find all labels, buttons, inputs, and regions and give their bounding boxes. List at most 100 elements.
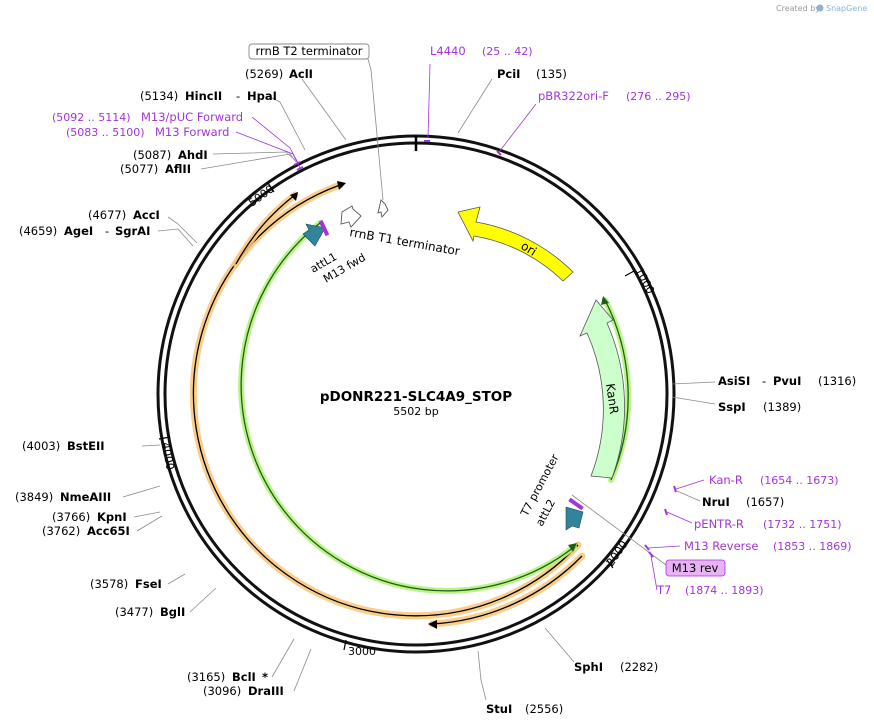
attl2-feature[interactable] bbox=[565, 506, 584, 531]
site-name2-pvui: PvuI bbox=[773, 374, 801, 388]
leader-pentr bbox=[666, 511, 693, 524]
rrnb-t2-callout: rrnB T2 terminator bbox=[248, 43, 384, 201]
primer-range-m13puc: (5092 .. 5114) bbox=[52, 111, 131, 124]
leader-kpni bbox=[133, 511, 161, 518]
site-pos-aflii: (5077) bbox=[120, 162, 158, 176]
leader-nmeaiii bbox=[122, 485, 161, 498]
primer-range-m13fwd: (5083 .. 5100) bbox=[66, 126, 145, 139]
ruler-label-4000: 4000 bbox=[159, 441, 177, 471]
site-name-nmeaiii: NmeAIII bbox=[60, 490, 111, 504]
t7-promoter-feature[interactable] bbox=[568, 497, 584, 511]
attl1-feature[interactable] bbox=[302, 223, 326, 247]
rrnb-t2-feature[interactable] bbox=[377, 199, 389, 218]
orf-orange-short bbox=[235, 194, 296, 265]
primer-range-t7: (1874 .. 1893) bbox=[685, 584, 764, 597]
primer-mark-kanr bbox=[673, 485, 677, 493]
primer-range-pentr: (1732 .. 1751) bbox=[763, 518, 842, 531]
site-pos-sphi: (2282) bbox=[620, 660, 658, 674]
primer-mark-m13puc bbox=[293, 161, 301, 166]
site-pos-acc65i: (3762) bbox=[42, 524, 80, 538]
site-name-bsteii: BstEII bbox=[67, 439, 105, 453]
rrnb-t2-leader bbox=[367, 58, 384, 201]
credit-brand: SnapGene bbox=[826, 4, 867, 13]
primer-name-l4440: L4440 bbox=[430, 44, 466, 58]
primer-range-pbr322: (276 .. 295) bbox=[626, 90, 691, 103]
primer-mark-m13rev bbox=[644, 544, 650, 551]
primer-mark-pentr bbox=[664, 508, 668, 516]
primer-name-pentr: pENTR-R bbox=[694, 517, 744, 531]
site-pos-nrui: (1657) bbox=[746, 495, 784, 509]
leader-m13reverse bbox=[647, 545, 681, 549]
snapgene-credit: Created by SnapGene bbox=[776, 4, 867, 13]
credit-text: Created by bbox=[776, 4, 820, 13]
primer-mark-m13fwd bbox=[296, 166, 304, 171]
site-pos-fsei: (3578) bbox=[90, 577, 128, 591]
site-name-pcii: PciI bbox=[497, 67, 520, 81]
kanr-feature[interactable] bbox=[579, 299, 625, 479]
orf-orange-inner-arrowhead bbox=[428, 620, 437, 629]
site-name2-sgrai: SgrAI bbox=[115, 224, 150, 238]
leader-agei bbox=[157, 228, 194, 247]
rrnb-t1-label: rrnB T1 terminator bbox=[348, 225, 460, 258]
orf-orange-outer-arrowhead bbox=[337, 181, 346, 190]
primer-name-m13rev: M13 rev bbox=[672, 561, 719, 575]
rrnb-t2-box bbox=[248, 43, 370, 60]
primer-name-kanr: Kan-R bbox=[709, 473, 743, 487]
site-name-stui: StuI bbox=[486, 702, 512, 716]
site-dash-hincii: - bbox=[236, 89, 240, 103]
site-name-sspi: SspI bbox=[718, 400, 746, 414]
ruler-tick-5000 bbox=[267, 182, 275, 193]
site-dash-asisi: - bbox=[762, 374, 766, 388]
leader-m13fwd bbox=[235, 131, 301, 169]
leader-acci bbox=[167, 216, 198, 244]
site-star-bcli: * bbox=[262, 670, 268, 684]
primer-mark-t7 bbox=[648, 551, 654, 558]
leader-draiii bbox=[293, 648, 312, 692]
site-pos-ahdi: (5087) bbox=[133, 148, 171, 162]
orf-green-right-arrowhead bbox=[601, 296, 609, 305]
site-name-nrui: NruI bbox=[702, 495, 730, 509]
leader-sphi bbox=[544, 627, 575, 663]
primer-name-t7: T7 bbox=[656, 583, 671, 597]
leader-aflii bbox=[200, 153, 297, 170]
site-pos-bgli: (3477) bbox=[115, 605, 153, 619]
primer-name-m13fwd: M13 Forward bbox=[155, 125, 229, 139]
site-name-agei: AgeI bbox=[64, 224, 93, 238]
site-pos-stui: (2556) bbox=[525, 702, 563, 716]
orf-green-outer bbox=[240, 222, 575, 592]
primer-name-m13puc: M13/pUC Forward bbox=[141, 110, 243, 124]
rrnb-t1-feature[interactable] bbox=[340, 205, 362, 228]
orf-orange-short-arrowhead bbox=[290, 192, 298, 201]
site-pos-asisi: (1316) bbox=[818, 374, 856, 388]
leader-asisi bbox=[671, 381, 716, 385]
orf-arcs bbox=[189, 181, 632, 629]
site-pos-acci: (4677) bbox=[88, 208, 126, 222]
site-pos-nmeaiii: (3849) bbox=[15, 490, 53, 504]
ori-feature[interactable] bbox=[457, 206, 574, 282]
site-pos-agei: (4659) bbox=[19, 224, 57, 238]
site-pos-draiii: (3096) bbox=[203, 684, 241, 698]
m13-fwd-feature[interactable] bbox=[318, 219, 330, 237]
site-name-draiii: DraIII bbox=[248, 684, 284, 698]
site-pos-hincii: (5134) bbox=[140, 89, 178, 103]
site-pos-kpni: (3766) bbox=[52, 510, 90, 524]
leader-stui bbox=[477, 650, 487, 701]
primer-range-l4440: (25 .. 42) bbox=[482, 45, 533, 58]
ruler-label-3000: 3000 bbox=[348, 645, 376, 658]
leader-kanr-primer bbox=[675, 479, 705, 490]
site-name-asisi: AsiSI bbox=[718, 374, 750, 388]
ruler-tick-3000 bbox=[343, 639, 347, 651]
kanr-label: KanR bbox=[603, 382, 621, 415]
leader-pcii bbox=[457, 78, 493, 134]
site-name-aflii: AflII bbox=[165, 162, 191, 176]
m13-rev-badge bbox=[665, 559, 726, 577]
primer-mark-pbr322 bbox=[496, 150, 502, 156]
site-name-kpni: KpnI bbox=[97, 510, 127, 524]
site-name-acc65i: Acc65I bbox=[87, 524, 130, 538]
leader-bsteii bbox=[141, 444, 161, 447]
leader-nrui bbox=[676, 490, 701, 502]
site-name-acci: AccI bbox=[133, 208, 160, 222]
primer-name-pbr322: pBR322ori-F bbox=[538, 89, 609, 103]
primer-labels: L4440 (25 .. 42) pBR322ori-F (276 .. 295… bbox=[52, 44, 852, 597]
